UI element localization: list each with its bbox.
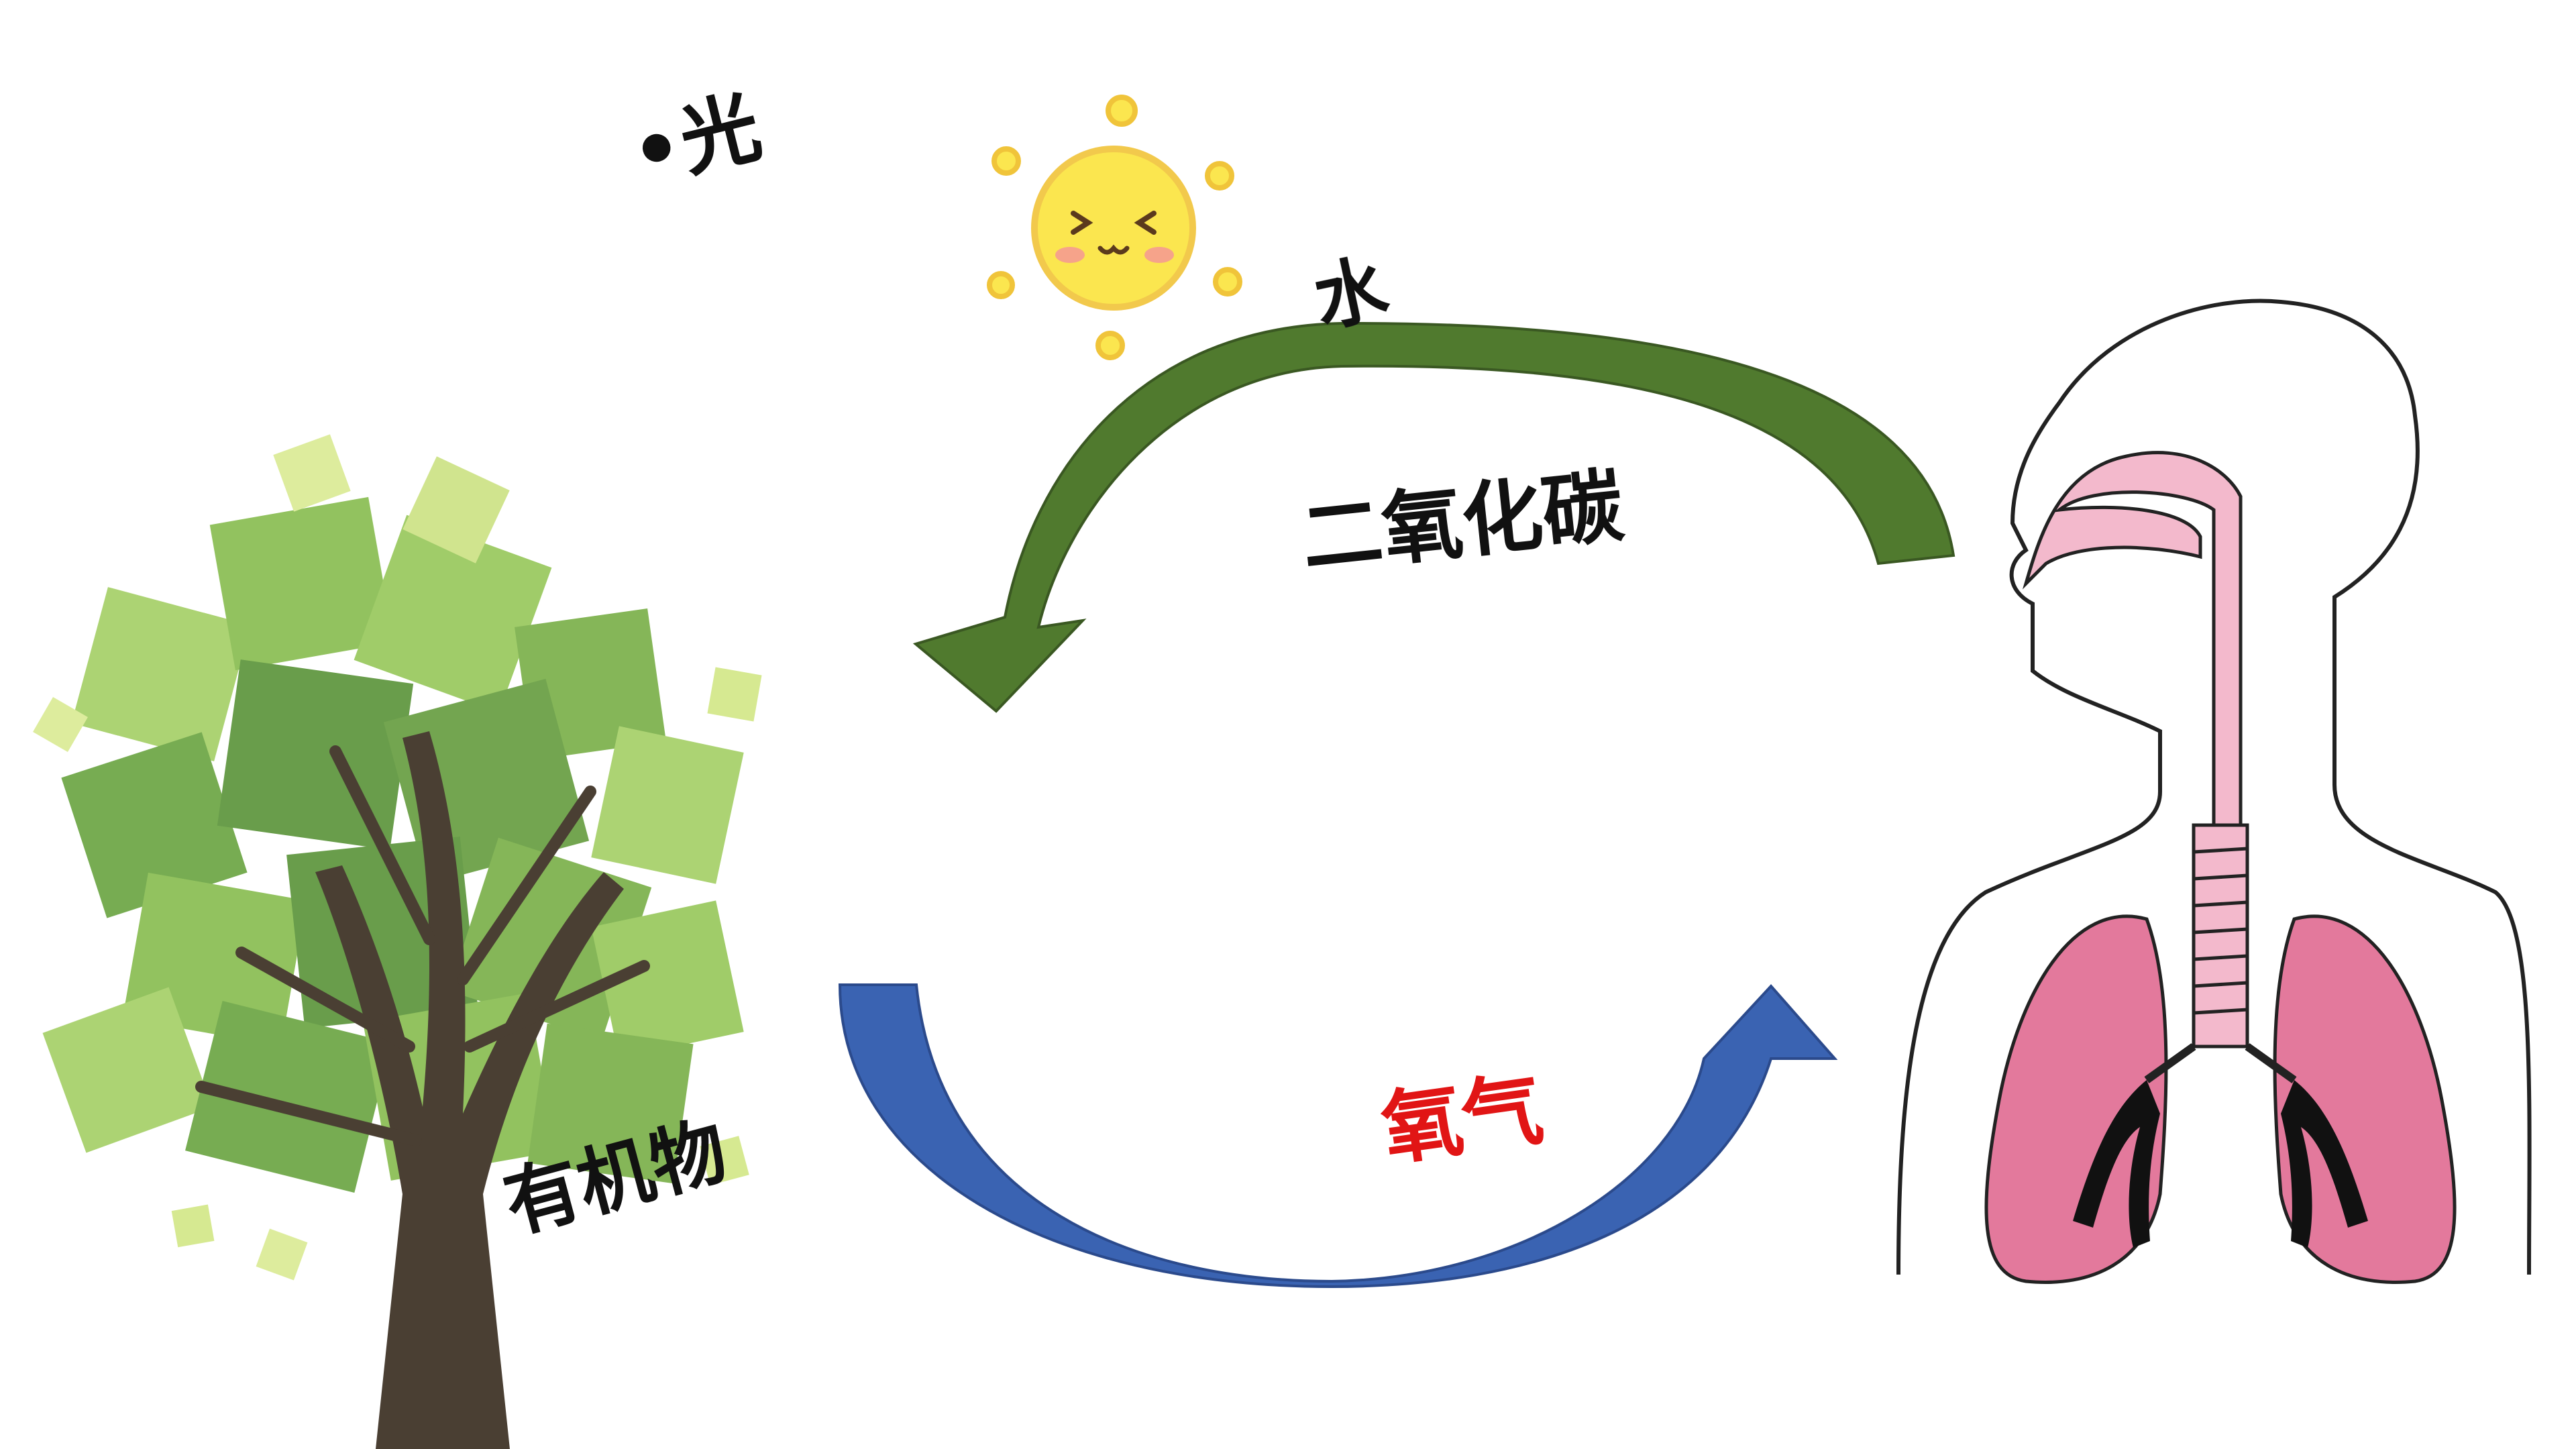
sun-icon <box>987 95 1242 360</box>
oxygen-arrow-icon <box>838 983 1838 1289</box>
co2-arrow-icon <box>912 321 1955 713</box>
tree-icon <box>33 434 762 1449</box>
respiratory-system-icon <box>1896 299 2532 1284</box>
oxygen-label: 氧气 <box>1376 1062 1549 1178</box>
water-label: 水 <box>1307 246 1395 343</box>
